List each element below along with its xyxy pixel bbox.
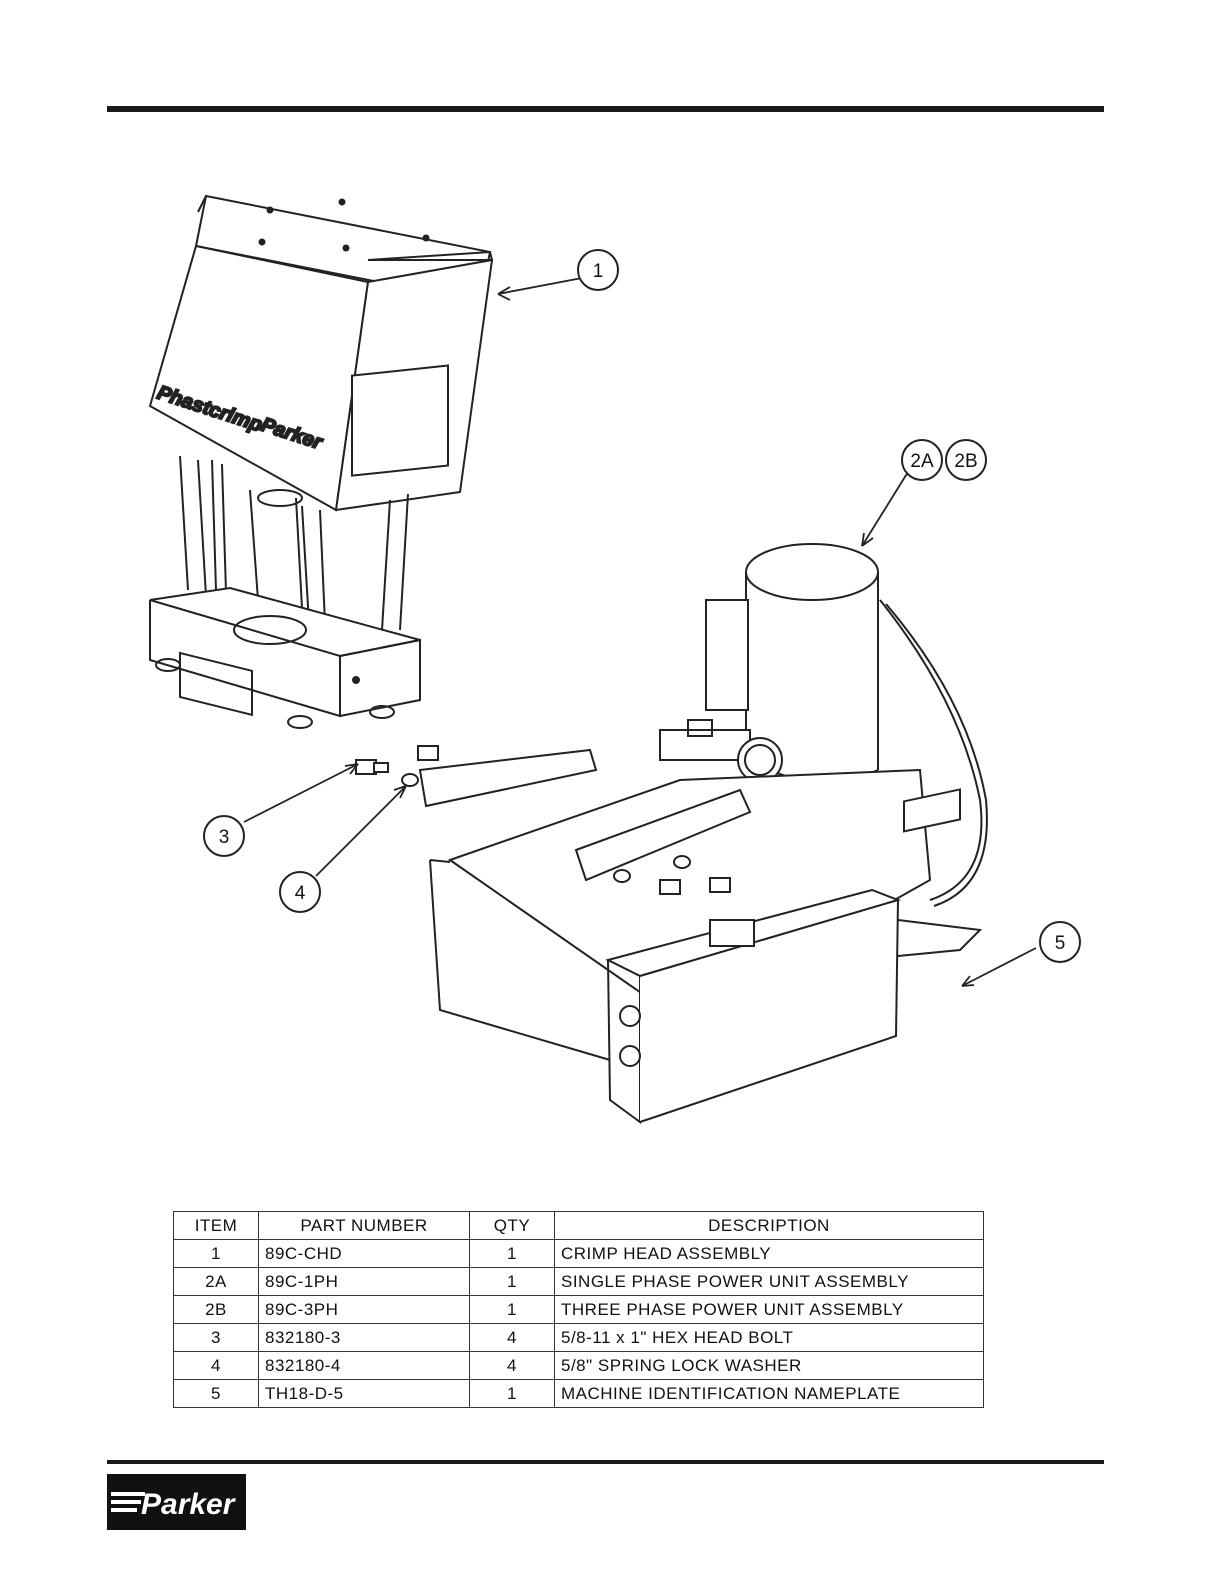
power-unit-assembly — [418, 543, 988, 1124]
row-part-number: 832180-4 — [258, 1351, 470, 1380]
row-qty: 1 — [469, 1267, 555, 1296]
row-item: 5 — [173, 1379, 259, 1408]
row-qty: 1 — [469, 1239, 555, 1268]
crimp-head-assembly: Phastcrimp Parker — [148, 194, 494, 729]
table-row: 5 TH18-D-5 1 MACHINE IDENTIFICATION NAME… — [173, 1379, 984, 1408]
table-header-row: ITEM PART NUMBER QTY DESCRIPTION — [173, 1211, 984, 1240]
bolts-and-washers — [355, 745, 731, 895]
parts-list-table: ITEM PART NUMBER QTY DESCRIPTION 1 89C-C… — [173, 1211, 984, 1408]
footer-rule — [107, 1460, 1104, 1464]
table-row: 4 832180-4 4 5/8" SPRING LOCK WASHER — [173, 1351, 984, 1380]
table-row: 3 832180-3 4 5/8-11 x 1" HEX HEAD BOLT — [173, 1323, 984, 1352]
row-item: 2B — [173, 1295, 259, 1324]
table-row: 1 89C-CHD 1 CRIMP HEAD ASSEMBLY — [173, 1239, 984, 1268]
row-part-number: 89C-3PH — [258, 1295, 470, 1324]
row-part-number: 89C-CHD — [258, 1239, 470, 1268]
row-description: 5/8-11 x 1" HEX HEAD BOLT — [554, 1323, 984, 1352]
callout-2b: 2B — [945, 439, 987, 481]
row-qty: 4 — [469, 1351, 555, 1380]
svg-text:3: 3 — [219, 827, 230, 848]
table-row: 2A 89C-1PH 1 SINGLE PHASE POWER UNIT ASS… — [173, 1267, 984, 1296]
callout-1: 1 — [577, 249, 619, 291]
header-description: DESCRIPTION — [554, 1211, 984, 1240]
row-description: 5/8" SPRING LOCK WASHER — [554, 1351, 984, 1380]
row-qty: 1 — [469, 1379, 555, 1408]
callout-2a: 2A — [901, 439, 943, 481]
header-item: ITEM — [173, 1211, 259, 1240]
row-description: MACHINE IDENTIFICATION NAMEPLATE — [554, 1379, 984, 1408]
callout-3: 3 — [203, 815, 245, 857]
table-row: 2B 89C-3PH 1 THREE PHASE POWER UNIT ASSE… — [173, 1295, 984, 1324]
row-qty: 4 — [469, 1323, 555, 1352]
svg-text:2A: 2A — [910, 451, 934, 472]
parker-logo-text: Parker — [141, 1488, 237, 1521]
callout-4: 4 — [279, 871, 321, 913]
row-part-number: TH18-D-5 — [258, 1379, 470, 1408]
header-qty: QTY — [469, 1211, 555, 1240]
header-rule — [107, 106, 1104, 112]
header-part-number: PART NUMBER — [258, 1211, 470, 1240]
svg-text:2B: 2B — [954, 451, 977, 472]
row-part-number: 89C-1PH — [258, 1267, 470, 1296]
row-part-number: 832180-3 — [258, 1323, 470, 1352]
row-qty: 1 — [469, 1295, 555, 1324]
row-description: SINGLE PHASE POWER UNIT ASSEMBLY — [554, 1267, 984, 1296]
row-description: CRIMP HEAD ASSEMBLY — [554, 1239, 984, 1268]
parker-logo: Parker — [107, 1474, 246, 1530]
row-item: 1 — [173, 1239, 259, 1268]
row-item: 3 — [173, 1323, 259, 1352]
row-item: 4 — [173, 1351, 259, 1380]
exploded-assembly-drawing: Phastcrimp Parker — [120, 160, 1100, 1150]
svg-text:4: 4 — [295, 883, 306, 904]
svg-text:5: 5 — [1055, 933, 1066, 954]
row-description: THREE PHASE POWER UNIT ASSEMBLY — [554, 1295, 984, 1324]
callout-5: 5 — [1039, 921, 1081, 963]
row-item: 2A — [173, 1267, 259, 1296]
svg-text:1: 1 — [593, 261, 604, 282]
